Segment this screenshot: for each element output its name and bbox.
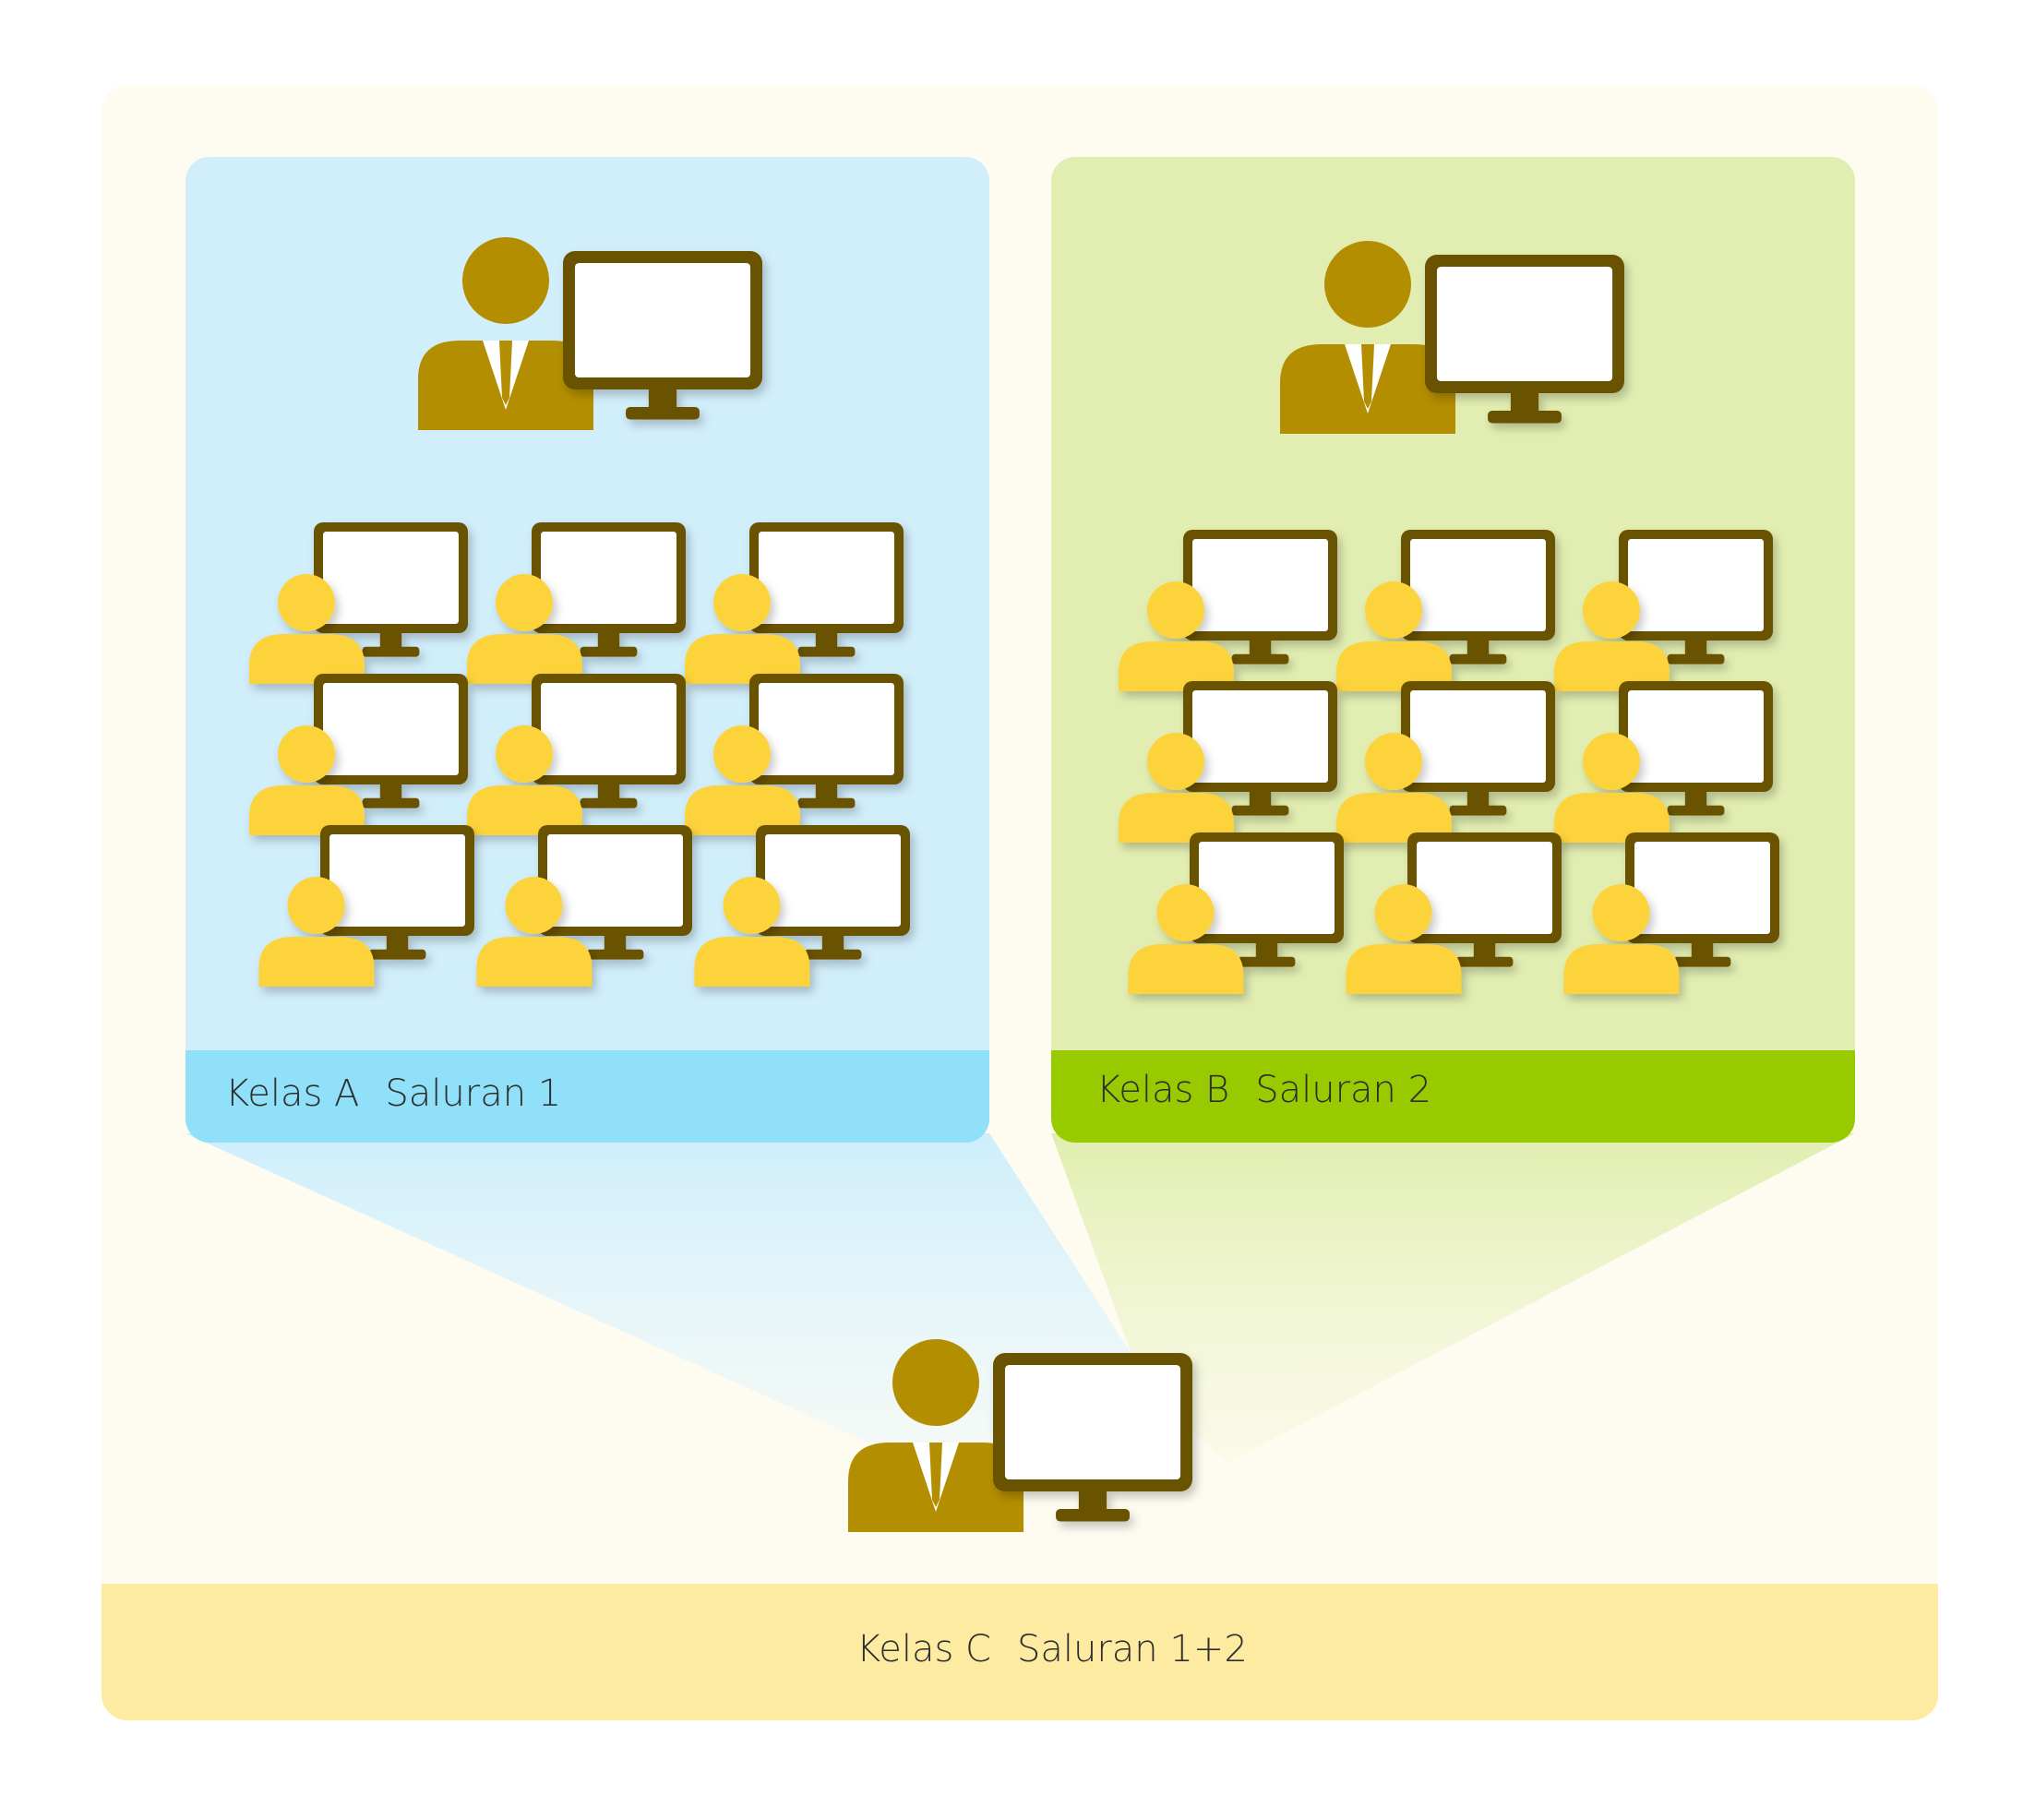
class-b-name: Kelas B [1096,1069,1230,1111]
class-a-monitor-3-2-icon [538,825,692,960]
teacher-b-monitor-icon [1425,255,1624,424]
class-a-student-2-1-icon [249,725,365,835]
class-b-student-3-1-icon [1128,884,1244,994]
class-b-student-2-3-icon [1554,733,1670,843]
class-a-student-1-3-icon [685,574,800,684]
class-a-student-3-1-icon [258,877,375,987]
class-b-student-1-3-icon [1554,581,1670,691]
teacher-a-monitor-icon [563,251,762,420]
class-a-label: Kelas A Saluran 1 [225,1072,561,1115]
class-b-monitor-3-3-icon [1625,832,1779,967]
channel-2-beam [1051,1133,1855,1463]
class-a-monitor-3-1-icon [320,825,474,960]
class-a-footer [186,1050,989,1143]
class-a-name: Kelas A [225,1072,360,1115]
class-b-monitor-3-2-icon [1407,832,1562,967]
class-a-monitor-1-3-icon [749,522,904,657]
class-a-student-1-1-icon [249,574,365,684]
class-b-footer [1051,1050,1855,1143]
class-a-student-2-3-icon [685,725,800,835]
class-a-monitor-1-1-icon [314,522,468,657]
teacher-c-monitor-icon [993,1353,1192,1522]
class-b-monitor-1-3-icon [1619,530,1773,665]
class-c-channel: Saluran 1+2 [1016,1628,1248,1670]
class-b-student-1-1-icon [1119,581,1234,691]
class-b-monitor-2-3-icon [1619,681,1773,816]
class-b-monitor-1-1-icon [1183,530,1337,665]
figures-layer [249,237,1779,1532]
class-a-student-1-2-icon [467,574,582,684]
class-b-monitor-3-1-icon [1190,832,1344,967]
class-a-student-3-2-icon [476,877,593,987]
class-b-monitor-1-2-icon [1401,530,1555,665]
class-b-student-1-2-icon [1336,581,1452,691]
teacher-c-icon [848,1339,1023,1532]
class-b-monitor-2-2-icon [1401,681,1555,816]
class-a-student-2-2-icon [467,725,582,835]
class-b-student-2-1-icon [1119,733,1234,843]
class-b-monitor-2-1-icon [1183,681,1337,816]
class-b-student-3-3-icon [1563,884,1680,994]
class-c-label: Kelas C Saluran 1+2 [856,1628,1248,1670]
class-a-channel: Saluran 1 [385,1072,562,1115]
class-c-footer [102,1584,1938,1720]
teacher-a-icon [418,237,593,430]
class-a-student-3-3-icon [694,877,810,987]
class-a-monitor-2-1-icon [314,674,468,808]
teacher-b-icon [1280,241,1455,434]
class-a-monitor-2-3-icon [749,674,904,808]
class-b-channel: Saluran 2 [1255,1069,1432,1111]
class-a-monitor-1-2-icon [532,522,686,657]
class-c-name: Kelas C [856,1628,991,1670]
class-a-monitor-2-2-icon [532,674,686,808]
class-b-student-3-2-icon [1346,884,1462,994]
class-b-student-2-2-icon [1336,733,1452,843]
class-a-monitor-3-3-icon [756,825,910,960]
class-b-label: Kelas B Saluran 2 [1096,1069,1431,1111]
